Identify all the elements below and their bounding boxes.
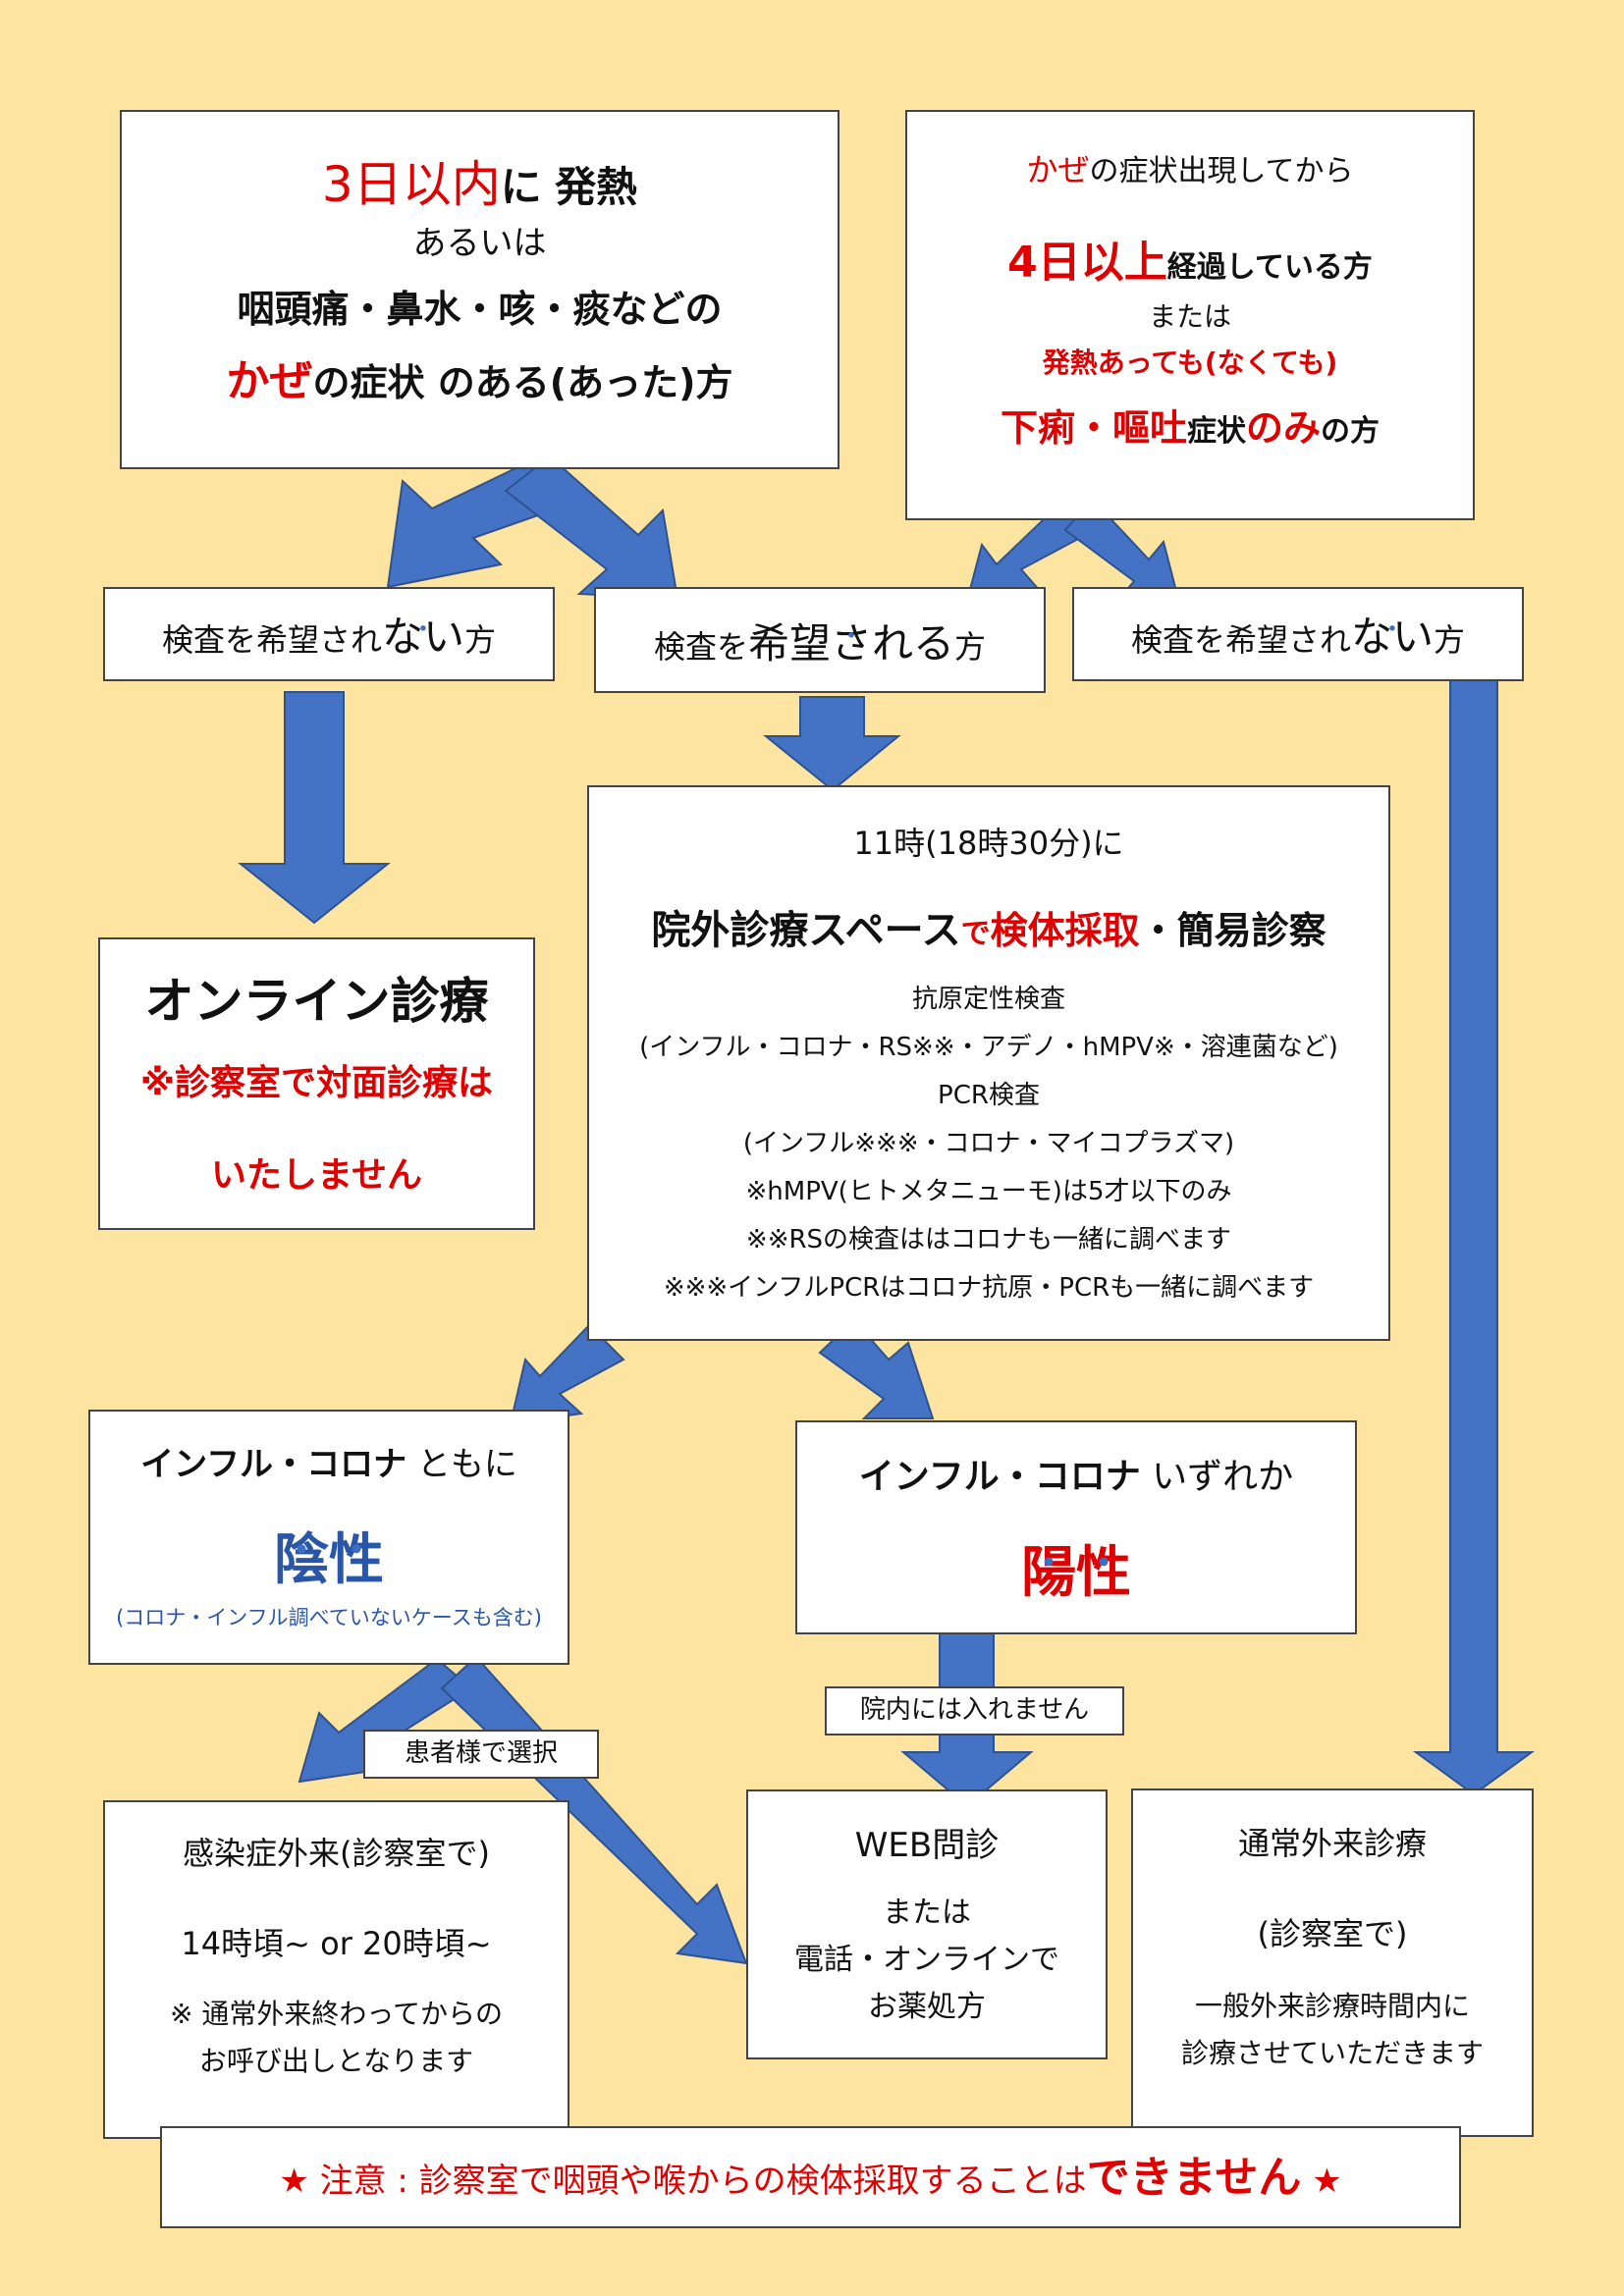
box-early-symptoms: 3日以内に 発熱 あるいは 咽頭痛・鼻水・咳・痰などの かぜの症状 のある(あっ…: [120, 110, 839, 469]
result-negative: 陰性: [90, 1522, 568, 1600]
emphasis-nai: ない: [382, 613, 464, 662]
arrow-a-to-d: [504, 454, 679, 601]
box-no-test-right: 検査を希望されない方: [1072, 587, 1524, 681]
box-outdoor-testing: 11時(18時30分)に 院外診療スペースで検体採取・簡易診察 抗原定性検査 (…: [587, 785, 1390, 1341]
footer-notice: ★ 注意 : 診察室で咽頭や喉からの検体採取することはできません ★: [160, 2126, 1461, 2228]
box-online: オンライン診療 ※診察室で対面診療は いたしません: [98, 937, 535, 1230]
star-icon: ★: [279, 2162, 309, 2201]
box-regular-clinic: 通常外来診療 (診察室で) 一般外来診療時間内に 診療させていただきます: [1131, 1789, 1534, 2137]
box-want-test: 検査を希望される方: [594, 587, 1046, 693]
box-web-consult: WEB問診 または 電話・オンラインで お薬処方: [746, 1789, 1108, 2059]
highlight-3days: 3日以内: [321, 156, 501, 213]
box-late-symptoms: かぜの症状出現してから 4日以上経過している方 または 発熱あっても(なくても)…: [905, 110, 1475, 520]
tag-no-entry: 院内には入れません: [825, 1686, 1124, 1735]
star-icon: ★: [1312, 2162, 1342, 2201]
emphasis-kibou: 希望される: [748, 616, 954, 671]
arrow-c-to-online: [238, 691, 391, 925]
result-positive: 陽性: [797, 1534, 1355, 1613]
tag-patient-choice: 患者様で選択: [363, 1730, 599, 1779]
box-negative: インフル・コロナ ともに 陰性 (コロナ・インフル調べていないケースも含む): [88, 1410, 569, 1665]
box-positive: インフル・コロナ いずれか 陽性: [795, 1420, 1357, 1634]
arrow-d-to-main: [763, 696, 901, 792]
box-no-test-left: 検査を希望されない方: [103, 587, 555, 681]
box-infectious-clinic: 感染症外来(診察室で) 14時頃~ or 20時頃~ ※ 通常外来終わってからの…: [103, 1800, 569, 2139]
arrow-e-to-normal: [1412, 676, 1536, 1796]
